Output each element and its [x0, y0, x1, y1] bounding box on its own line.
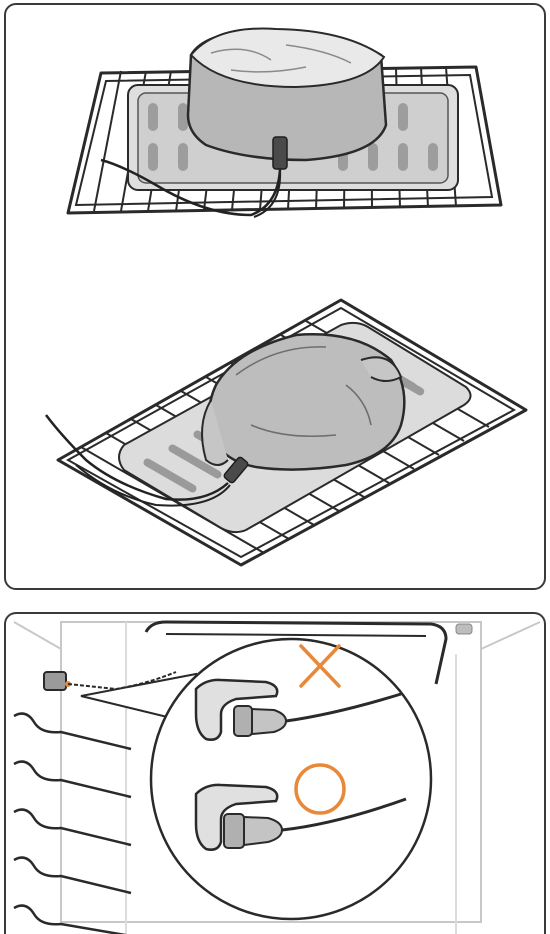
bottom-panel [4, 612, 546, 934]
top-panel [4, 3, 546, 590]
bottom-illustration [6, 614, 546, 934]
oven-light-icon [456, 624, 472, 634]
chicken-rack-group [46, 300, 526, 565]
side-rack-supports [14, 714, 131, 934]
roast-rack-group [68, 29, 501, 217]
probe-socket [44, 672, 66, 690]
zoom-circle [151, 639, 431, 919]
chicken [209, 334, 404, 469]
top-illustration [6, 5, 546, 590]
probe-1 [273, 137, 287, 169]
